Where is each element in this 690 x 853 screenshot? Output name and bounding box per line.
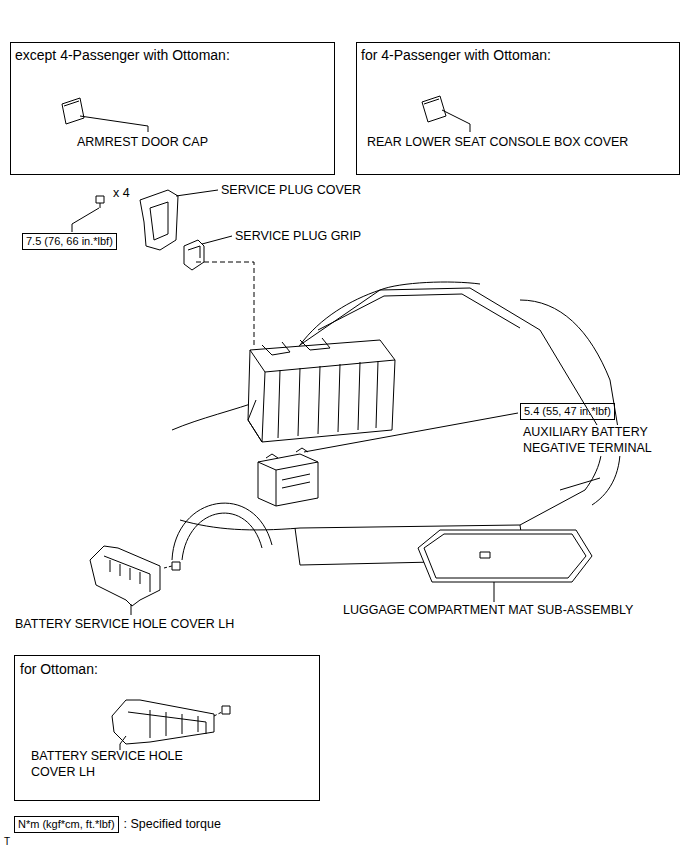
node-text: 7.5 (76, 66 in.*lbf) — [26, 235, 113, 248]
part-name: SERVICE PLUG GRIP — [234, 229, 362, 245]
variant-heading: except 4-Passenger with Ottoman: — [15, 47, 230, 65]
part-name: AUXILIARY BATTERY NEGATIVE TERMINAL — [522, 425, 686, 456]
torque-box: 7.5 (76, 66 in.*lbf) — [22, 233, 117, 250]
figure-code: T — [3, 836, 11, 849]
part-name: BATTERY SERVICE HOLE COVER LH — [14, 617, 235, 633]
node-text: ARMREST DOOR CAP — [77, 135, 208, 151]
part-name: LUGGAGE COMPARTMENT MAT SUB-ASSEMBLY — [342, 603, 634, 619]
torque-legend-box: N*m (kgf*cm, ft.*lbf) — [14, 816, 119, 833]
variant-panel: for Ottoman: BATTERY SERVICE HOLE COVER L… — [14, 655, 320, 801]
node-text: N*m (kgf*cm, ft.*lbf) — [18, 818, 115, 831]
variant-panel: for 4-Passenger with Ottoman: REAR LOWER … — [356, 42, 680, 175]
node-text: 5.4 (55, 47 in.*lbf) — [524, 405, 611, 418]
quantity-label: x 4 — [112, 186, 131, 202]
legend-text: : Specified torque — [123, 817, 222, 833]
variant-heading: for 4-Passenger with Ottoman: — [361, 47, 551, 65]
variant-heading: for Ottoman: — [20, 661, 98, 679]
node-text: BATTERY SERVICE HOLE COVER LH — [31, 749, 201, 780]
variant-panel: except 4-Passenger with Ottoman: ARMREST … — [10, 42, 335, 175]
node-text: REAR LOWER SEAT CONSOLE BOX COVER — [367, 135, 628, 151]
part-name: SERVICE PLUG COVER — [220, 183, 362, 199]
torque-box: 5.4 (55, 47 in.*lbf) — [520, 403, 615, 420]
